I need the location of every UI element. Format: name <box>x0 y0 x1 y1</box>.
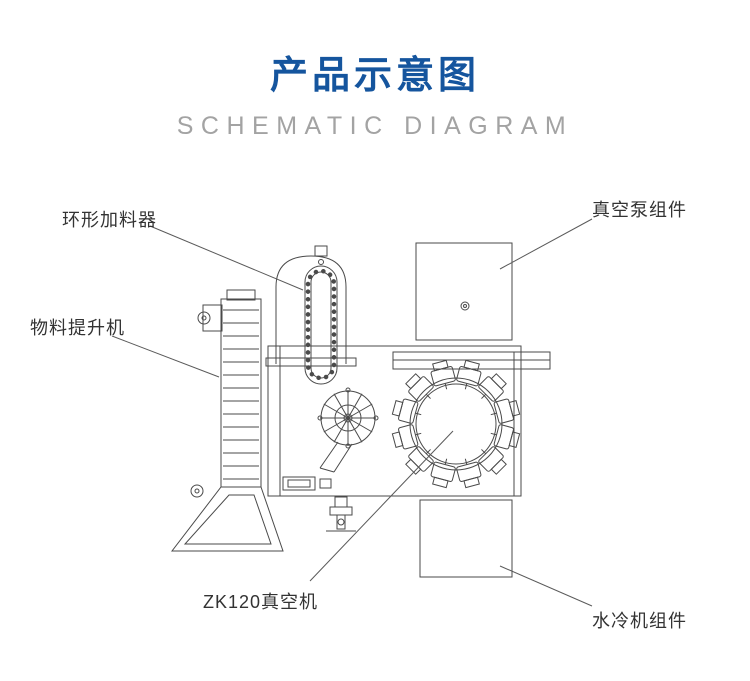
valve-drawing <box>326 497 356 531</box>
label-ring-feeder: 环形加料器 <box>62 210 157 230</box>
star-wheel-drawing <box>318 388 378 472</box>
page-title: 产品示意图 <box>269 55 480 97</box>
water-cooler-drawing <box>420 500 512 577</box>
feeder-chain-drawing <box>308 271 334 378</box>
label-material-elevator: 物料提升机 <box>30 318 125 338</box>
turret-drawing <box>390 358 522 490</box>
vacuum-pump-drawing <box>416 243 512 340</box>
leader-lines <box>112 219 592 606</box>
label-zk120-vacuum-machine: ZK120真空机 <box>203 592 319 612</box>
ring-feeder-drawing <box>266 246 356 384</box>
page-subtitle: SCHEMATIC DIAGRAM <box>176 112 574 140</box>
elevator-drawing <box>172 290 283 551</box>
machine-body-drawing <box>268 346 550 496</box>
label-water-cooler-unit: 水冷机组件 <box>592 611 687 631</box>
label-vacuum-pump-unit: 真空泵组件 <box>592 200 687 220</box>
